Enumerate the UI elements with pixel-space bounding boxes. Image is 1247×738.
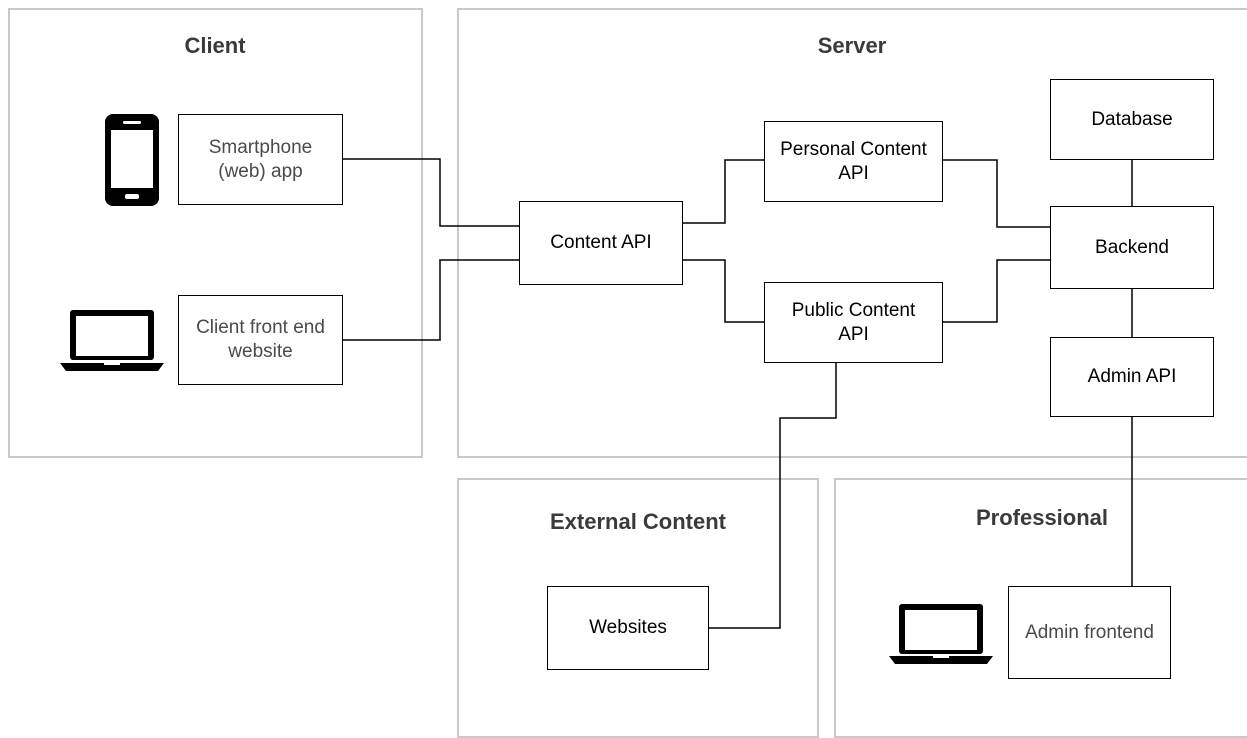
backend-label: Backend <box>1095 236 1169 258</box>
server-region <box>457 8 1247 458</box>
content-api-node: Content API <box>519 201 683 285</box>
external-content-title: External Content <box>549 509 727 534</box>
websites-label: Websites <box>589 617 667 638</box>
backend-node: Backend <box>1050 206 1214 289</box>
smartphone-app-label: Smartphone (web) app <box>208 136 313 182</box>
smartphone-icon <box>105 114 159 206</box>
admin-frontend-node: Admin frontend <box>1008 586 1171 679</box>
websites-node: Websites <box>547 586 709 670</box>
personal-content-api-label: Personal Content API <box>780 138 927 184</box>
admin-api-label: Admin API <box>1087 366 1177 387</box>
admin-frontend-label: Admin frontend <box>1025 621 1154 643</box>
public-content-api-node: Public Content API <box>764 282 943 363</box>
server-title: Server <box>817 33 887 58</box>
admin-api-node: Admin API <box>1050 337 1214 417</box>
client-website-label: Client front end website <box>196 317 325 362</box>
laptop-icon <box>60 310 164 371</box>
client-region <box>8 8 423 458</box>
client-website-node: Client front end website <box>178 295 343 385</box>
content-api-label: Content API <box>550 232 652 253</box>
client-title: Client <box>184 33 246 58</box>
database-node: Database <box>1050 79 1214 160</box>
smartphone-app-node: Smartphone (web) app <box>178 114 343 205</box>
public-content-api-label: Public Content API <box>791 299 916 345</box>
database-label: Database <box>1091 108 1173 130</box>
personal-content-api-node: Personal Content API <box>764 121 943 202</box>
professional-title: Professional <box>975 505 1109 530</box>
laptop-icon <box>889 604 993 664</box>
